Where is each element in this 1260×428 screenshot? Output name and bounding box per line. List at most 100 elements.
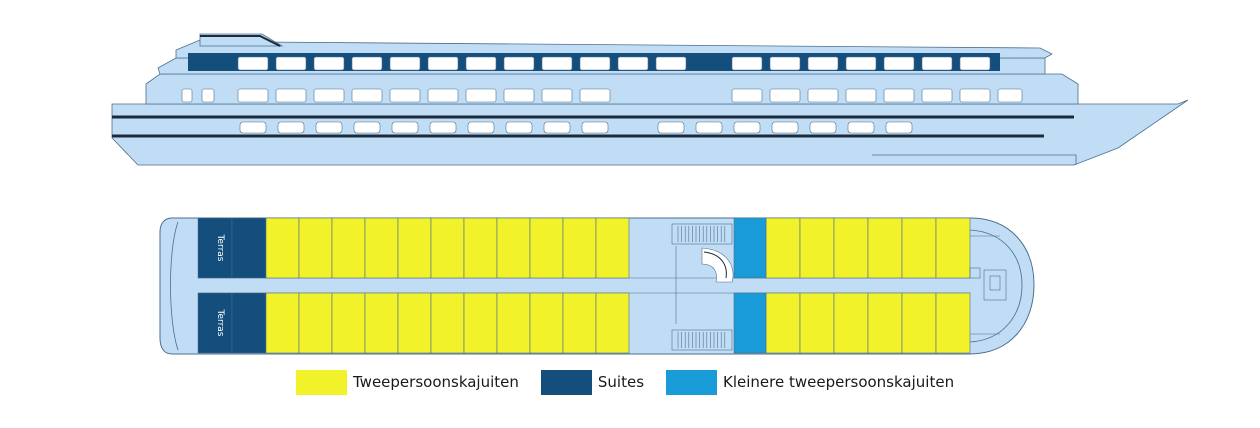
porthole <box>733 121 761 134</box>
double-cabin <box>364 292 399 354</box>
double-cabin <box>833 217 869 279</box>
double-cabin <box>901 217 937 279</box>
window <box>769 88 801 103</box>
porthole <box>315 121 343 134</box>
window <box>503 56 535 71</box>
deck-plan-view: Terras Terras <box>159 217 1035 355</box>
window <box>731 56 763 71</box>
window <box>807 56 839 71</box>
double-cabin <box>799 292 835 354</box>
porthole <box>505 121 533 134</box>
double-cabin <box>298 217 333 279</box>
terras-bottom <box>197 292 233 354</box>
window <box>845 56 877 71</box>
window <box>427 56 459 71</box>
window <box>541 56 573 71</box>
window <box>237 88 269 103</box>
double-cabin <box>562 292 597 354</box>
double-cabin <box>397 292 432 354</box>
window <box>959 56 991 71</box>
double-cabin <box>595 292 630 354</box>
window <box>655 56 687 71</box>
window <box>731 88 763 103</box>
legend-label: Tweepersoonskajuiten <box>353 373 519 391</box>
double-cabin <box>463 217 498 279</box>
double-cabin <box>833 292 869 354</box>
suite-top <box>231 217 267 279</box>
window <box>351 88 383 103</box>
double-cabin <box>562 217 597 279</box>
window <box>201 88 215 103</box>
porthole <box>885 121 913 134</box>
window <box>427 88 459 103</box>
double-cabin <box>529 292 564 354</box>
porthole <box>581 121 609 134</box>
porthole <box>809 121 837 134</box>
window <box>807 88 839 103</box>
window <box>313 88 345 103</box>
legend-label: Suites <box>597 373 645 391</box>
window <box>617 56 649 71</box>
window <box>503 88 535 103</box>
legend-item-suites: Suites <box>540 369 645 395</box>
porthole <box>657 121 685 134</box>
double-cabin <box>935 292 971 354</box>
window <box>883 56 915 71</box>
porthole <box>277 121 305 134</box>
window <box>541 88 573 103</box>
porthole <box>847 121 875 134</box>
porthole <box>771 121 799 134</box>
window <box>465 56 497 71</box>
window <box>997 88 1023 103</box>
double-cabin <box>265 217 300 279</box>
double-cabin <box>331 292 366 354</box>
double-cabin <box>331 217 366 279</box>
porthole <box>391 121 419 134</box>
spiral-staircase <box>701 247 734 283</box>
suite-bottom <box>231 292 267 354</box>
porthole <box>239 121 267 134</box>
porthole <box>353 121 381 134</box>
ship-side-view <box>111 33 1189 166</box>
window <box>579 56 611 71</box>
double-cabin <box>298 292 333 354</box>
legend-item-small-cabins: Kleinere tweepersoonskajuiten <box>666 369 955 395</box>
porthole <box>695 121 723 134</box>
window <box>883 88 915 103</box>
window <box>237 56 269 71</box>
window <box>579 88 611 103</box>
window <box>465 88 497 103</box>
small-cabin-bottom <box>733 292 767 354</box>
window <box>921 88 953 103</box>
double-cabin <box>867 292 903 354</box>
window <box>181 88 193 103</box>
legend: Tweepersoonskajuiten Suites Kleinere twe… <box>296 369 954 395</box>
window <box>351 56 383 71</box>
double-cabin <box>430 217 465 279</box>
small-cabin-top <box>733 217 767 279</box>
lobby <box>671 223 733 351</box>
double-cabin <box>496 292 531 354</box>
window <box>389 56 421 71</box>
porthole <box>429 121 457 134</box>
legend-swatch-blue <box>666 369 718 395</box>
window <box>389 88 421 103</box>
double-cabin <box>364 217 399 279</box>
window <box>845 88 877 103</box>
window <box>959 88 991 103</box>
double-cabin <box>901 292 937 354</box>
legend-item-double-cabins: Tweepersoonskajuiten <box>296 369 519 395</box>
double-cabin <box>496 217 531 279</box>
double-cabin <box>765 292 801 354</box>
porthole <box>467 121 495 134</box>
porthole <box>543 121 571 134</box>
double-cabin <box>765 217 801 279</box>
legend-label: Kleinere tweepersoonskajuiten <box>723 373 955 391</box>
window <box>275 56 307 71</box>
double-cabin <box>935 217 971 279</box>
window <box>313 56 345 71</box>
legend-swatch-navy <box>540 369 592 395</box>
window <box>921 56 953 71</box>
double-cabin <box>595 217 630 279</box>
